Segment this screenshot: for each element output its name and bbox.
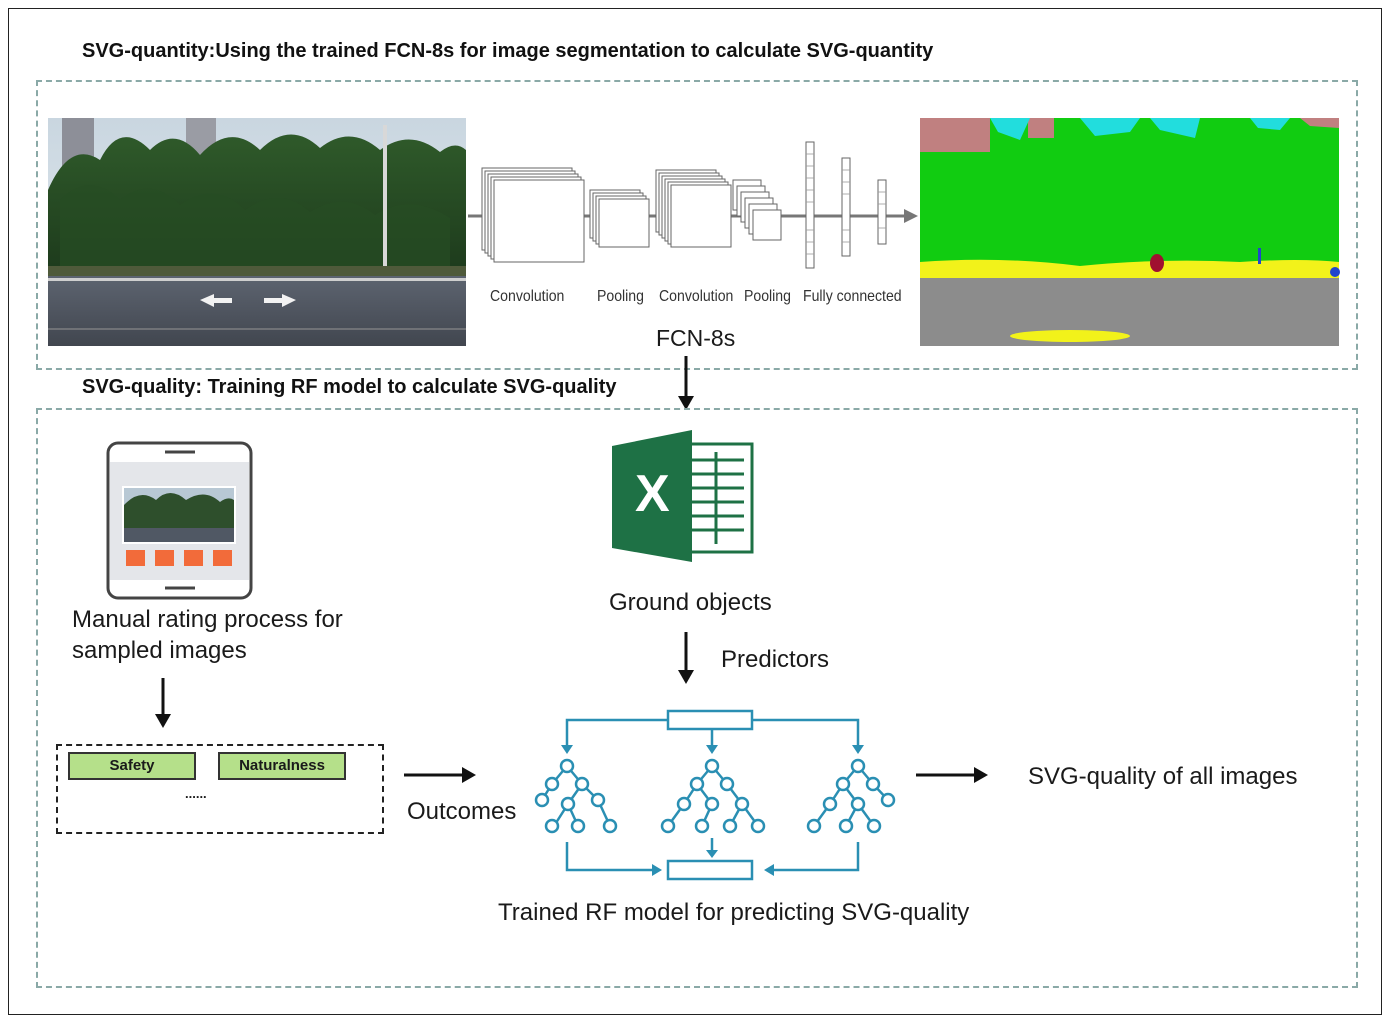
label-convolution-2: Convolution <box>659 288 734 305</box>
random-forest-diagram <box>565 709 860 881</box>
more-categories-ellipsis: ...... <box>185 786 207 801</box>
predictors-label: Predictors <box>721 646 830 673</box>
safety-box: Safety <box>68 752 196 780</box>
pool-layer-2 <box>732 179 782 241</box>
label-pooling-2: Pooling <box>744 288 791 305</box>
label-pooling-1: Pooling <box>597 288 644 305</box>
fcn-8s-network-diagram <box>468 141 918 269</box>
conv-layer-1 <box>481 167 585 263</box>
conv-layer-2 <box>655 169 732 248</box>
svg-quantity-panel <box>36 80 1358 370</box>
excel-icon <box>612 430 754 562</box>
rating-button <box>213 550 232 566</box>
svg-quality-result-label: SVG-quality of all images <box>1028 763 1298 790</box>
label-convolution-1: Convolution <box>490 288 565 305</box>
naturalness-box: Naturalness <box>218 752 346 780</box>
figure-frame <box>8 8 1382 1015</box>
rating-categories-box <box>56 744 384 834</box>
street-photo <box>48 118 466 346</box>
manual-rating-text-line1: Manual rating process for <box>72 606 343 633</box>
rating-button <box>126 550 145 566</box>
outcomes-label: Outcomes <box>407 798 517 825</box>
fully-connected-layers <box>805 141 887 269</box>
manual-rating-text-line2: sampled images <box>72 637 247 664</box>
svg-quality-title: SVG-quality: Training RF model to calcul… <box>82 376 617 398</box>
rating-button <box>155 550 174 566</box>
rf-model-caption: Trained RF model for predicting SVG-qual… <box>498 899 970 926</box>
decision-tree-2 <box>660 758 766 834</box>
tablet-icon <box>106 441 253 600</box>
fcn-8s-label: FCN-8s <box>656 325 736 351</box>
decision-tree-3 <box>806 758 896 834</box>
pool-layer-1 <box>589 189 650 248</box>
svg-quantity-title: SVG-quantity:Using the trained FCN-8s fo… <box>82 40 934 62</box>
svg-quality-panel <box>36 408 1358 988</box>
rating-button <box>184 550 203 566</box>
segmentation-result-image <box>920 118 1340 346</box>
excel-letter: X <box>635 465 670 523</box>
decision-tree-1 <box>534 758 618 834</box>
label-fully-connected: Fully connected <box>803 288 902 305</box>
ground-objects-label: Ground objects <box>609 589 772 616</box>
